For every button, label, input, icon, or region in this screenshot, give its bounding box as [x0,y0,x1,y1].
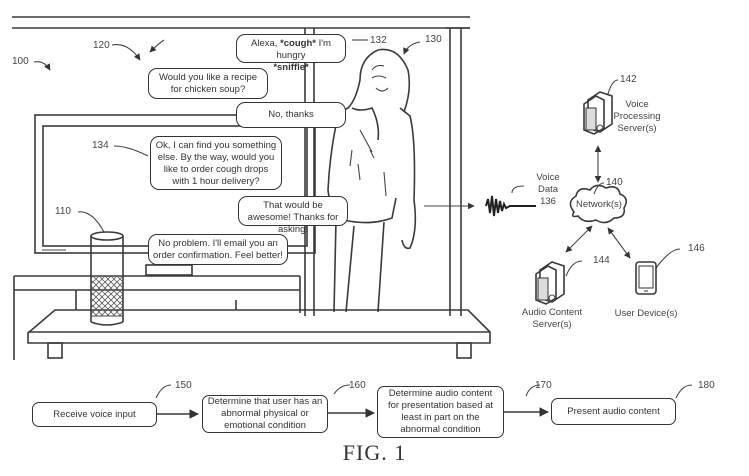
ref-146: 146 [688,243,705,254]
room-ceiling [12,16,470,29]
figure-caption: FIG. 1 [342,440,407,465]
label-line: Data [537,184,559,195]
smart-speaker-device [90,231,124,326]
label-line: Voice [625,99,649,110]
voice-processing-server-label: Voice Processing Server(s) [612,99,662,135]
user-device-icon [635,261,657,295]
reference-leaders [33,39,693,399]
network-cloud [569,184,628,224]
bubble-text: Alexa, [251,38,281,49]
ref-142: 142 [620,74,637,85]
ref-120: 120 [93,40,110,51]
flow-step-present-audio-content: Present audio content [551,398,676,425]
label-line: Server(s) [617,123,657,134]
ref-160: 160 [349,380,366,391]
ref-100: 100 [12,56,29,67]
label-line: Server(s) [532,319,572,330]
audio-content-server-icon [535,261,565,305]
bubble-text-emphasis: *cough* [280,38,316,49]
ref-170: 170 [535,380,552,391]
network-label: Network(s) [576,199,622,210]
audio-content-server-label: Audio Content Server(s) [515,307,589,331]
ref-132: 132 [370,35,387,46]
speech-bubble-device-2: Ok, I can find you something else. By th… [150,136,282,190]
door-frame [445,27,470,316]
flow-step-determine-audio-content: Determine audio content for presentation… [377,386,504,438]
network-connections [565,145,631,259]
cabinet [13,275,301,360]
bubble-text-emphasis: *sniffle* [273,62,309,73]
speech-bubble-user-3: That would be awesome! Thanks for asking… [238,196,348,235]
ref-134: 134 [92,140,109,151]
ref-140: 140 [606,177,623,188]
flowchart-arrows [157,407,549,419]
ref-130: 130 [425,34,442,45]
table [27,309,491,359]
speech-bubble-device-1: Would you like a recipe for chicken soup… [148,68,268,99]
speech-bubble-device-3: No problem. I'll email you an order conf… [148,234,288,265]
voice-processing-server-icon [583,91,613,135]
user-figure [327,48,417,313]
user-device-label: User Device(s) [614,308,678,319]
label-line: 136 [540,196,556,207]
speech-bubble-user-1: Alexa, *cough* I'm hungry *sniffle* [236,34,346,73]
flow-step-receive-voice-input: Receive voice input [32,402,157,427]
label-line: Audio Content [521,307,583,318]
label-line: Voice [536,172,560,183]
ref-180: 180 [698,380,715,391]
flow-step-determine-condition: Determine that user has an abnormal phys… [202,395,328,433]
ref-110: 110 [55,206,71,217]
window-frame [304,28,315,316]
ref-144: 144 [593,255,610,266]
voice-data-label: Voice Data 136 [528,172,568,208]
bubble-text: I'm hungry [276,38,331,61]
speech-bubble-user-2: No, thanks [236,102,346,128]
voice-data-signal [424,195,536,217]
ref-150: 150 [175,380,192,391]
label-line: Processing [613,111,661,122]
